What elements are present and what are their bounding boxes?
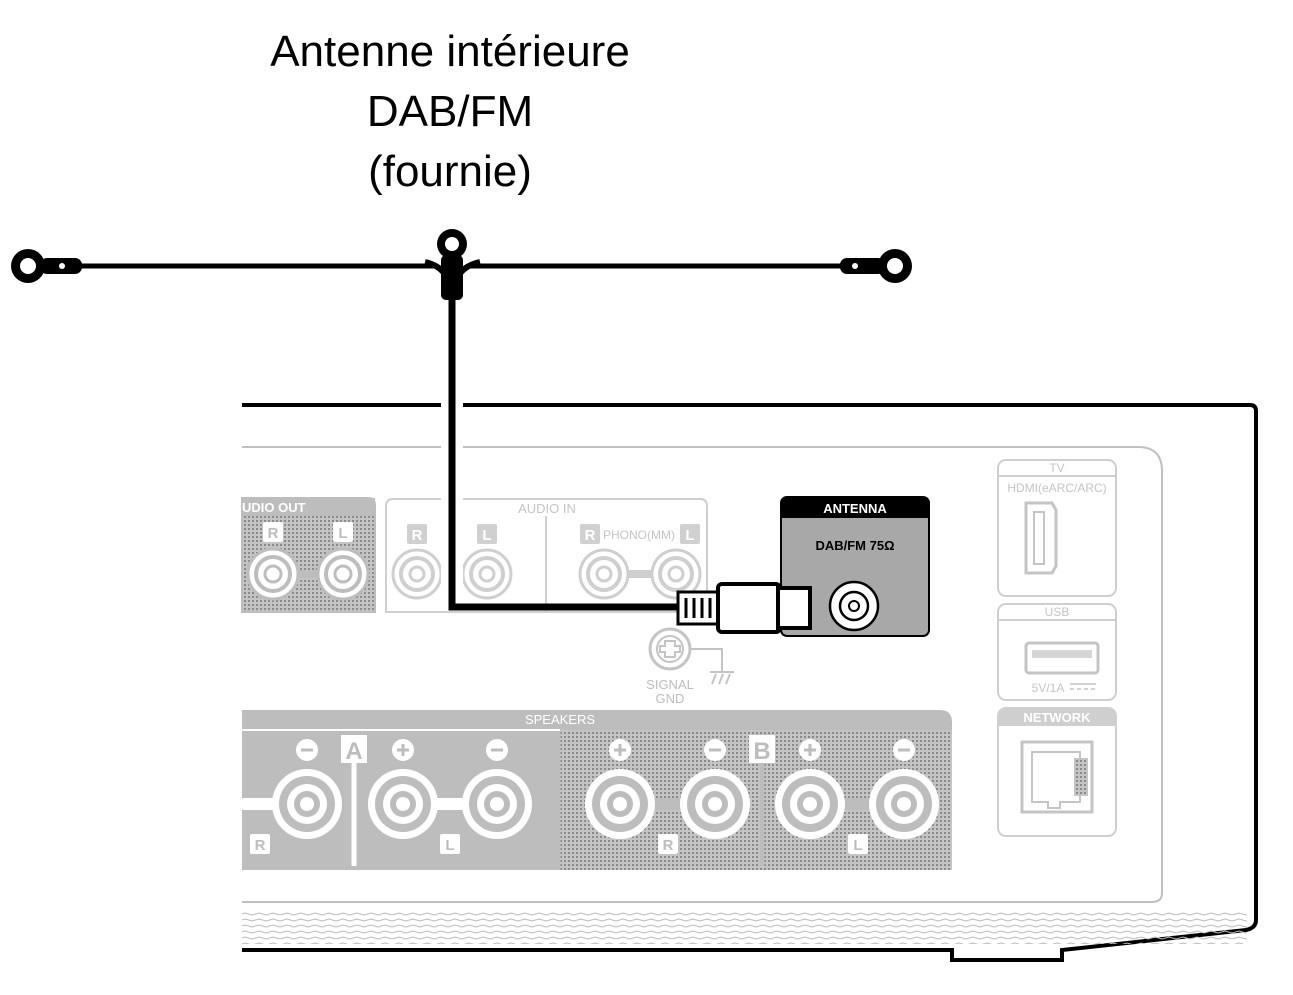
speaker-b-r-badge: R <box>663 837 674 854</box>
network-label: NETWORK <box>1023 710 1091 725</box>
usb-spec-label: 5V/1A <box>1032 681 1065 695</box>
rca-jack-icon <box>461 548 513 600</box>
rca-jack-icon <box>316 547 370 601</box>
binding-post-icon <box>775 769 845 839</box>
ground-icon <box>710 671 734 685</box>
speaker-a-badge: A <box>345 738 362 765</box>
rca-jack-icon <box>578 548 630 600</box>
usb-label: USB <box>1045 605 1070 619</box>
antenna-cable <box>11 229 912 611</box>
binding-post-icon <box>462 769 532 839</box>
title-line-3: (fournie) <box>368 147 532 196</box>
audio-out-r-badge: R <box>268 525 279 542</box>
speaker-a-r-badge: R <box>255 837 266 854</box>
speaker-b-l-badge: L <box>853 837 862 854</box>
speakers-label: SPEAKERS <box>525 712 595 727</box>
audio-in-label: AUDIO IN <box>518 501 576 516</box>
binding-post-icon <box>272 769 342 839</box>
hanger-ring-icon <box>437 229 467 300</box>
gnd-label: GND <box>656 691 685 706</box>
speakers-section: SPEAKERS A B <box>242 710 952 870</box>
antenna-spec: DAB/FM 75Ω <box>815 538 894 553</box>
rca-jack-icon <box>246 547 300 601</box>
line-l-badge: L <box>482 527 491 544</box>
wire-end-icon <box>840 249 912 283</box>
speaker-b-badge: B <box>753 738 770 765</box>
wire-end-icon <box>11 249 82 283</box>
binding-post-icon <box>869 769 939 839</box>
antenna-terminal: ANTENNA DAB/FM 75Ω <box>780 496 930 637</box>
usb-port-icon <box>1024 641 1100 675</box>
speaker-a-l-badge: L <box>445 837 454 854</box>
antenna-header: ANTENNA <box>823 501 887 516</box>
rca-jack-icon <box>391 548 443 600</box>
f-connector-icon <box>828 580 880 632</box>
usb-section: USB 5V/1A <box>997 603 1117 701</box>
audio-out-section: UDIO OUT R L <box>241 497 376 613</box>
screw-icon <box>659 640 681 658</box>
tv-label: TV <box>1049 461 1064 475</box>
diagram-title: Antenne intérieure DAB/FM (fournie) <box>200 22 700 202</box>
line-r-badge: R <box>412 527 423 544</box>
audio-out-label: UDIO OUT <box>242 500 306 515</box>
ethernet-port-icon <box>1020 740 1094 814</box>
phono-l-badge: L <box>685 527 694 544</box>
audio-out-l-badge: L <box>338 525 347 542</box>
binding-post-icon <box>585 769 655 839</box>
hdmi-port-icon <box>1024 501 1058 575</box>
binding-post-icon <box>680 769 750 839</box>
title-line-2: DAB/FM <box>366 87 534 136</box>
title-line-1: Antenne intérieure <box>270 27 630 76</box>
f-plug-icon <box>676 582 812 634</box>
phono-r-badge: R <box>585 527 596 544</box>
audio-in-section: AUDIO IN R LI E L R PHONO(MM) L <box>385 498 708 613</box>
network-section: NETWORK <box>997 707 1117 837</box>
receiver-rear-panel <box>242 403 1258 962</box>
binding-post-icon <box>368 769 438 839</box>
hdmi-section: TV HDMI(eARC/ARC) <box>997 459 1117 597</box>
vent-strip <box>242 912 1247 944</box>
signal-gnd-terminal: SIGNAL GND <box>646 627 734 706</box>
phono-label: PHONO(MM) <box>603 528 675 542</box>
hdmi-label: HDMI(eARC/ARC) <box>1007 481 1106 495</box>
rca-jack-icon <box>650 548 702 600</box>
signal-label: SIGNAL <box>646 677 694 692</box>
